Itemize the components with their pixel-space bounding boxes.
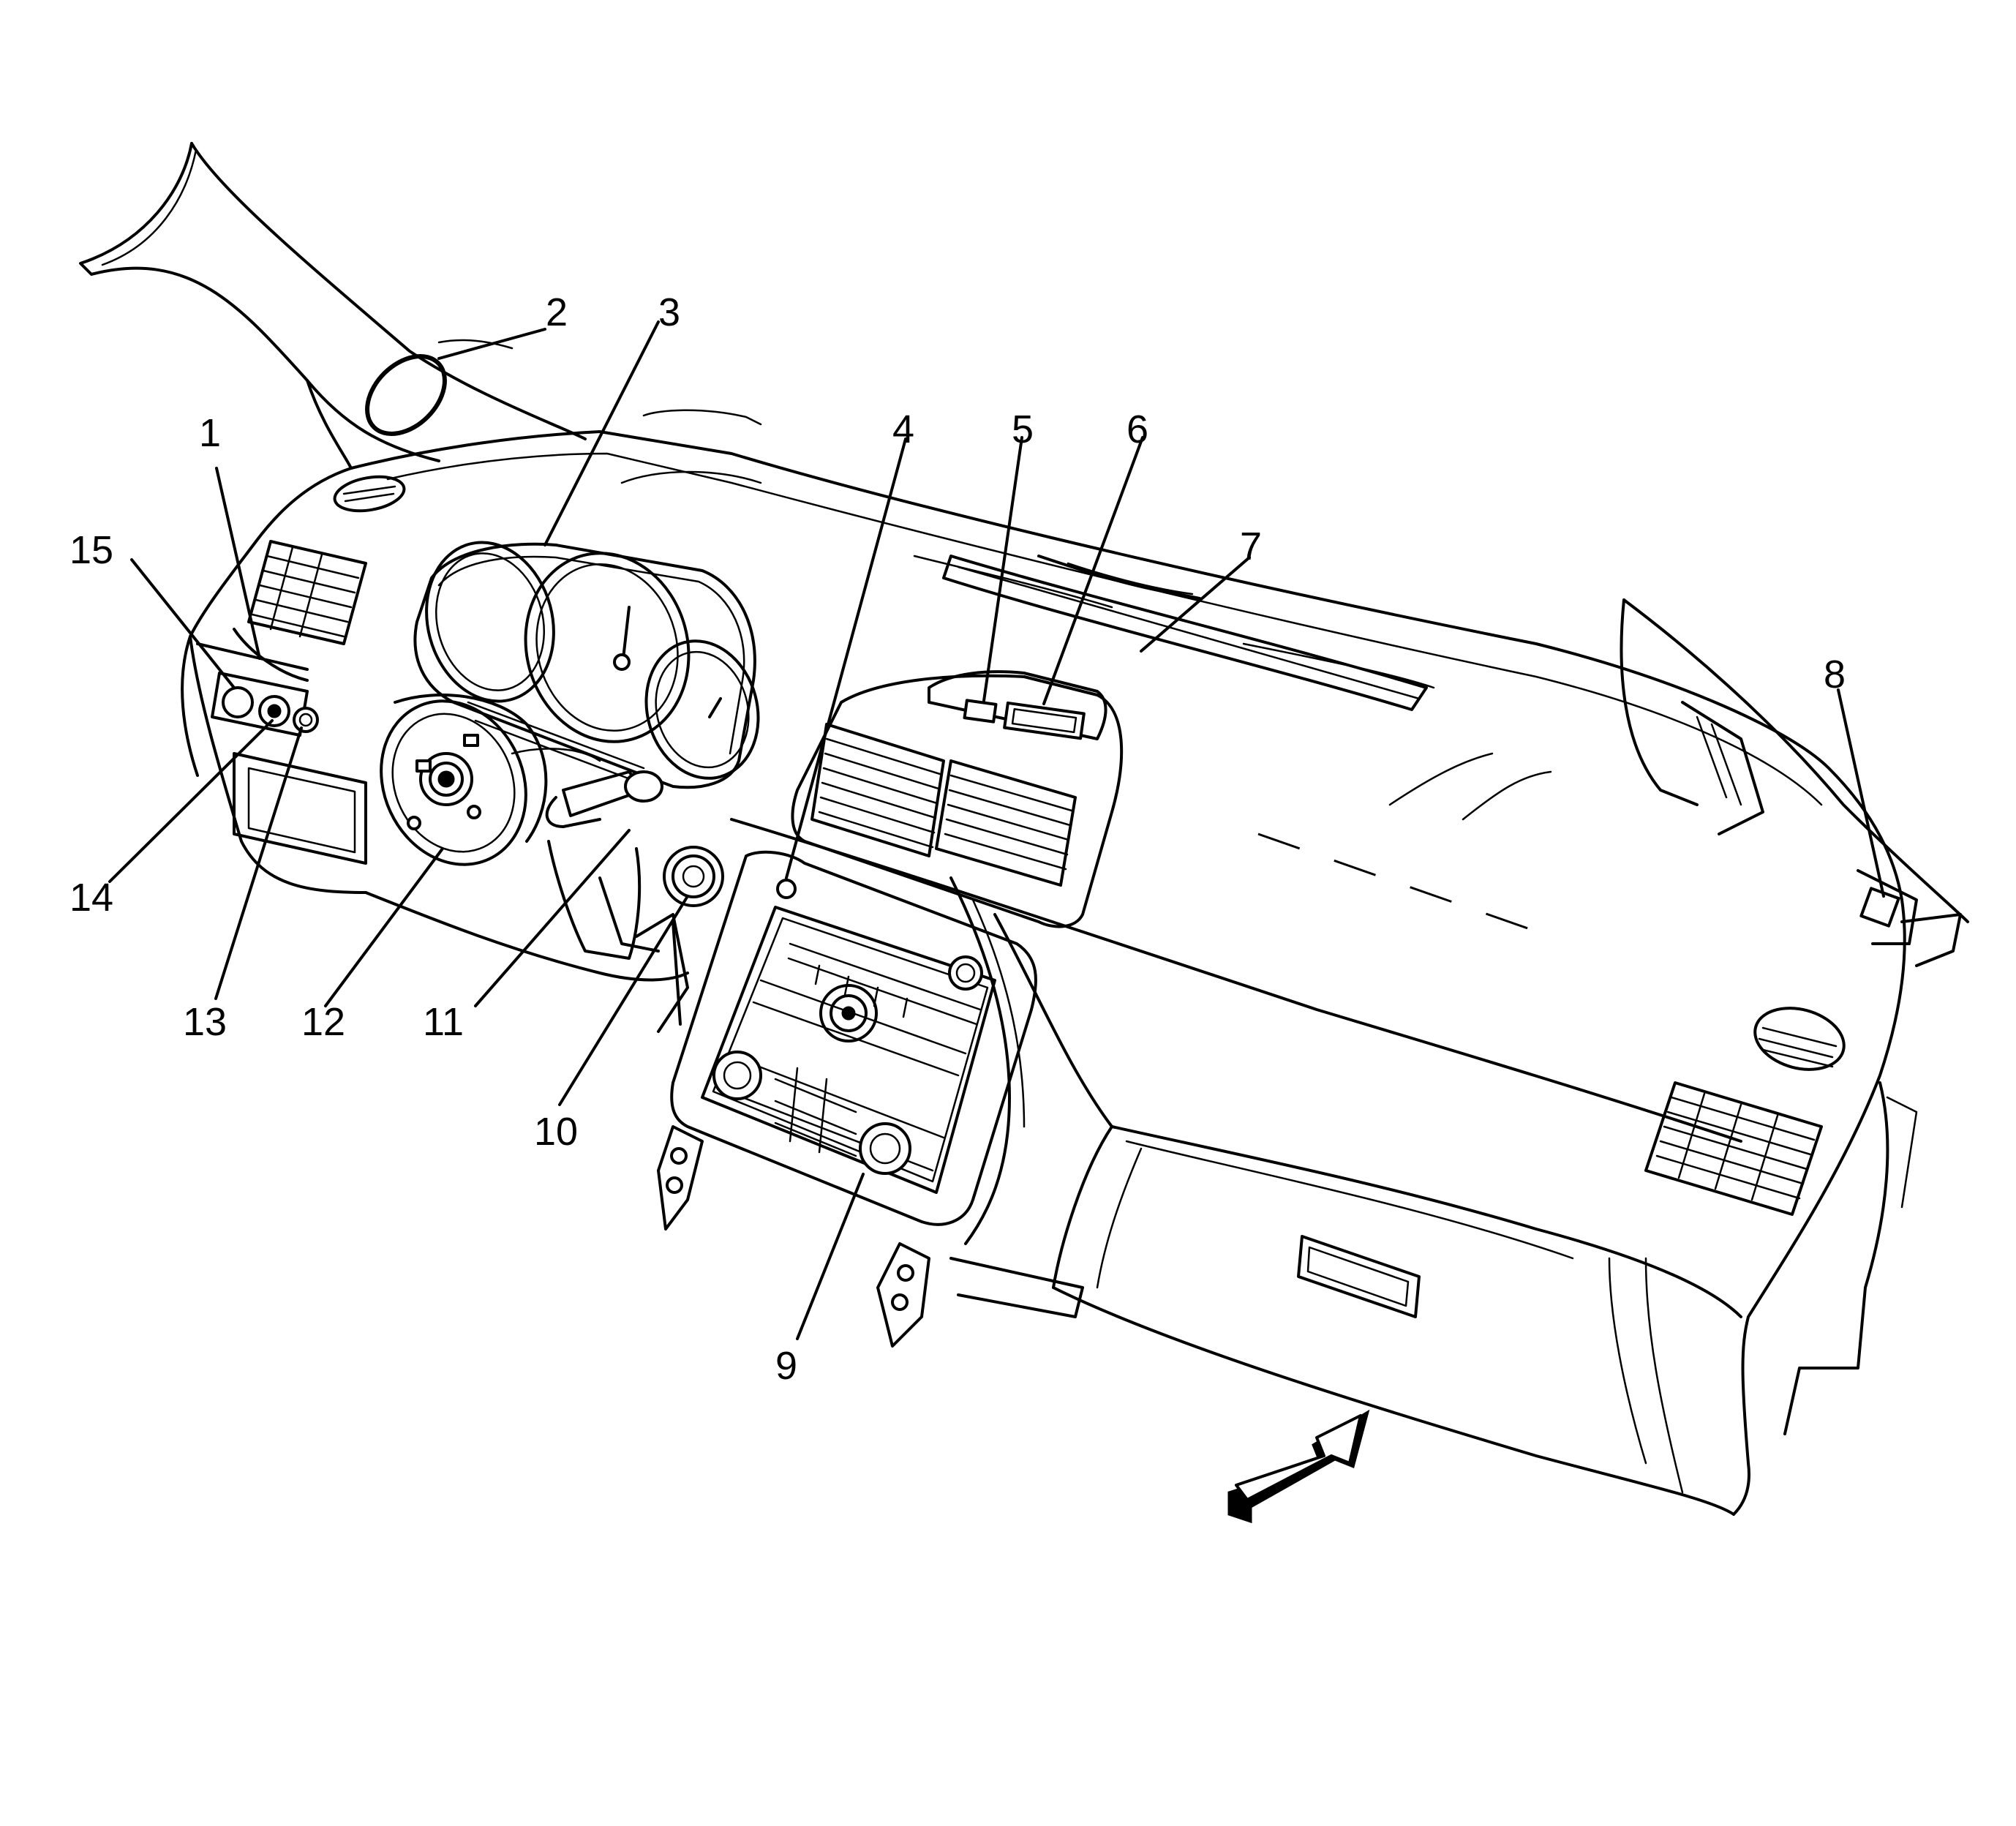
left-air-outlet [247,540,367,645]
headlamp-switch-bezel [196,628,319,737]
hvac-right-knob [859,1122,911,1175]
left-lower-instrument-panel [189,635,689,982]
callout-15: 15 [69,528,113,572]
instrument-panel-lower-trim [730,818,1906,1516]
callout-9: 9 [775,1344,797,1388]
defroster-grille [942,555,1428,711]
callout-1: 1 [199,411,221,455]
radio-power-knob [948,955,983,991]
passenger-airbag-seam [1257,752,1552,938]
instrument-panel-upper-trim [181,409,1903,901]
callout-5: 5 [1012,407,1034,451]
callout-leaders [108,320,1885,1340]
callout-12: 12 [301,1000,345,1044]
view-direction-arrow-icon [1227,1409,1370,1524]
passenger-airbag-indicator [1859,887,1900,928]
callout-11: 11 [423,1000,464,1044]
radio-hvac-control-stack [670,850,1037,1226]
left-side-window-defog-vent [333,475,406,513]
left-mounting-bracket [657,1125,704,1231]
callout-8: 8 [1824,653,1846,696]
callout-3: 3 [658,290,680,334]
passenger-end-panel [1620,598,1969,1435]
right-side-window-defog-vent [1753,1007,1846,1071]
glove-box-handle [1297,1235,1421,1318]
callout-6: 6 [1127,407,1148,451]
information-display [1003,701,1086,740]
steering-column-shroud [547,840,660,960]
right-mounting-bracket [876,1242,1084,1348]
right-air-outlet [1644,1081,1823,1216]
hvac-left-knob [712,1051,762,1100]
callout-7: 7 [1240,525,1262,568]
callout-10: 10 [534,1110,578,1154]
a-pillar-trim [79,142,587,470]
center-display-bezel [928,670,1107,740]
callout-13: 13 [183,1000,227,1044]
steering-wheel-clockspring [380,694,548,866]
callout-4: 4 [892,407,914,451]
hazard-warning-switch [963,699,998,724]
windshield-garnish-molding [365,354,447,436]
radio-led [776,879,797,899]
turn-signal-multifunction-switch [511,748,663,828]
callout-2: 2 [546,290,568,334]
callout-labels: 1 2 3 4 5 6 7 8 9 10 11 12 13 14 15 [69,290,1846,1388]
instrument-cluster [413,541,760,789]
ignition-switch [635,846,724,1033]
callout-14: 14 [69,876,113,920]
